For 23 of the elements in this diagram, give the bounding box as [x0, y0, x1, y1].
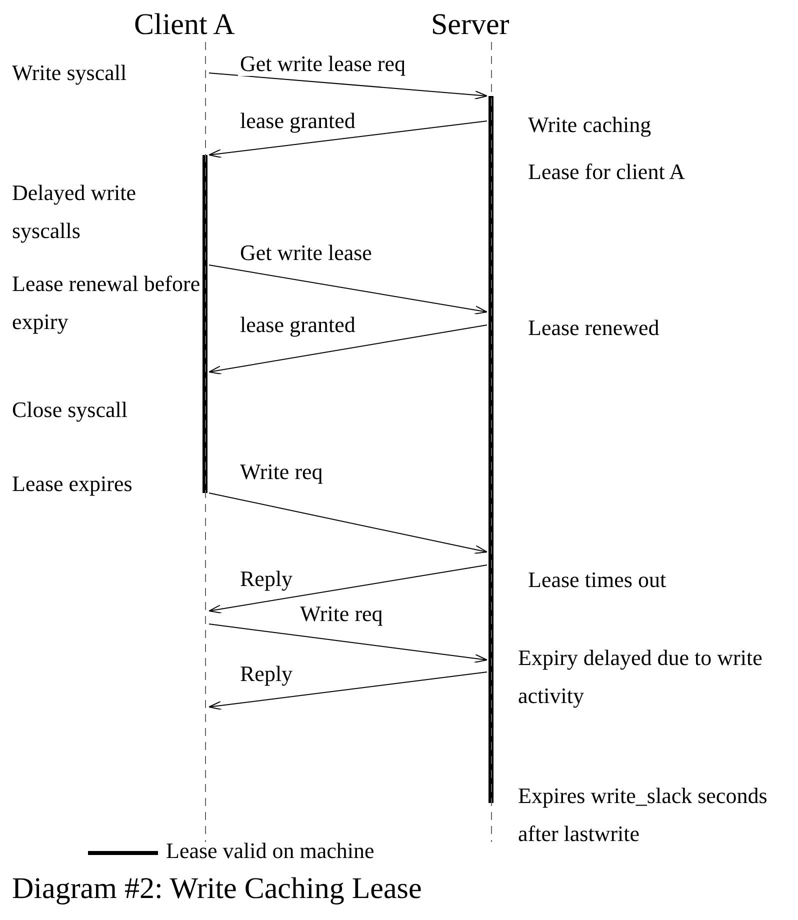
annotation: Lease expires	[12, 470, 134, 498]
annotation: Write syscall	[12, 59, 128, 87]
message-arrow	[208, 564, 488, 614]
participant-label: Client A	[134, 10, 235, 40]
legend-label: Lease valid on machine	[166, 840, 374, 862]
annotation: Close syscall	[12, 396, 128, 424]
participant-label: Server	[431, 10, 510, 40]
annotation: Expiry delayed due to write activity	[518, 644, 764, 710]
annotation: Lease times out	[528, 566, 668, 594]
annotation: Delayed write syscalls	[12, 179, 137, 245]
annotation: Write caching	[528, 111, 652, 139]
annotation: Lease renewal before expiry	[12, 270, 202, 336]
annotation: Lease for client A	[528, 158, 686, 186]
caption: Diagram #2: Write Caching Lease	[12, 874, 422, 904]
message-arrow	[208, 672, 488, 710]
message-arrow	[208, 624, 488, 663]
message-arrow	[208, 120, 488, 158]
message-arrow	[208, 324, 488, 374]
annotation: Expires write_slack seconds after lastwrite	[518, 782, 768, 848]
message-arrow	[208, 492, 488, 554]
message-arrow	[208, 264, 488, 314]
message-arrow	[208, 72, 488, 100]
annotation: Lease renewed	[528, 314, 660, 342]
